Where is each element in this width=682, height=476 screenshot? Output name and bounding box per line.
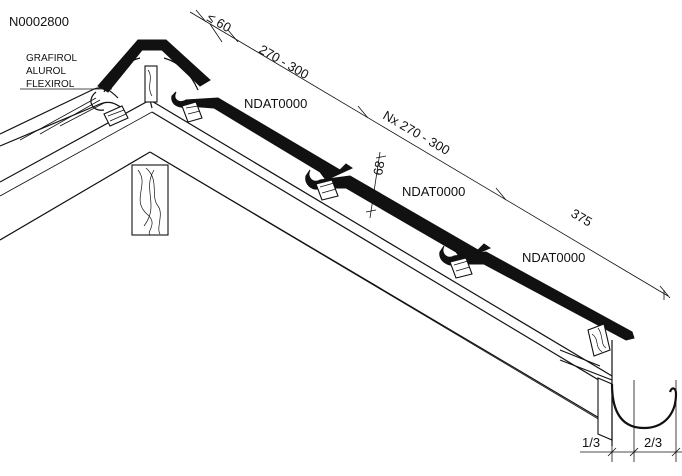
overlap-dim-ticks	[365, 155, 387, 213]
ridge-beam-grain	[137, 167, 161, 236]
right-slope-fill-line	[159, 157, 601, 421]
gutter	[580, 380, 682, 462]
ridge-tile	[97, 39, 211, 93]
ridge-assembly	[0, 39, 211, 147]
slope-dim-ext-top	[209, 23, 223, 43]
right-slope-top-line	[149, 99, 613, 377]
left-slope-mid-line	[0, 111, 153, 197]
roof-tiles	[171, 91, 635, 357]
ridge-underlay-left	[103, 57, 141, 93]
batten-upper	[181, 101, 203, 123]
underlay-roll-hatch	[19, 97, 107, 141]
batten-upper-grain	[185, 105, 201, 115]
left-slope-top-line	[0, 99, 153, 183]
eaves-drip-line	[559, 359, 613, 381]
slope-dimension	[189, 9, 671, 300]
slope-dim-ticks	[195, 9, 671, 299]
ridge-underlay-right	[163, 57, 199, 91]
eaves-drip-line-2	[559, 349, 601, 367]
underlay-roll-bottom	[0, 101, 123, 147]
tile-upper-label: NDAT0000	[244, 96, 307, 111]
tile-lower-label: NDAT0000	[522, 250, 585, 265]
dim-eaves: 375	[569, 206, 595, 230]
left-slope-bottom-line	[0, 151, 151, 241]
dim-overlap: 68	[370, 160, 387, 177]
dim-first-batten: 270 - 300	[257, 42, 312, 82]
ridge-upstand-grain	[147, 69, 153, 97]
right-slope-inner-line	[151, 111, 613, 389]
batten-middle	[315, 179, 339, 201]
batten-middle-grain	[319, 182, 337, 194]
ridge-beam-body	[131, 164, 169, 236]
tile-middle-label: NDAT0000	[402, 184, 465, 199]
tile-lower	[439, 245, 635, 341]
ridge-beam	[131, 65, 169, 236]
batten-lower-grain	[453, 260, 471, 272]
dim-gutter-left: 1/3	[582, 435, 600, 450]
fascia-board	[597, 377, 613, 441]
overlap-dim-line	[369, 151, 381, 219]
tile-upper	[171, 91, 354, 181]
ridge-batten-left-grain	[107, 109, 127, 122]
ridge-upstand	[144, 65, 158, 103]
batten-lower	[449, 257, 473, 279]
slope-dim-line	[189, 11, 669, 297]
gutter-profile	[610, 383, 678, 430]
batten-eaves-grain	[591, 327, 607, 353]
batten-eaves	[587, 323, 611, 357]
material-label-3: FLEXIROL	[26, 79, 75, 90]
material-label-1: GRAFIROL	[26, 53, 78, 64]
dim-batten-spacing: Nx 270 - 300	[381, 108, 453, 158]
gutter-dim-ticks	[607, 447, 681, 457]
material-label-2: ALUROL	[26, 66, 66, 77]
ref-code-label: N0002800	[9, 14, 69, 29]
dim-gutter-right: 2/3	[644, 435, 662, 450]
underlay-roll-end	[90, 91, 105, 111]
